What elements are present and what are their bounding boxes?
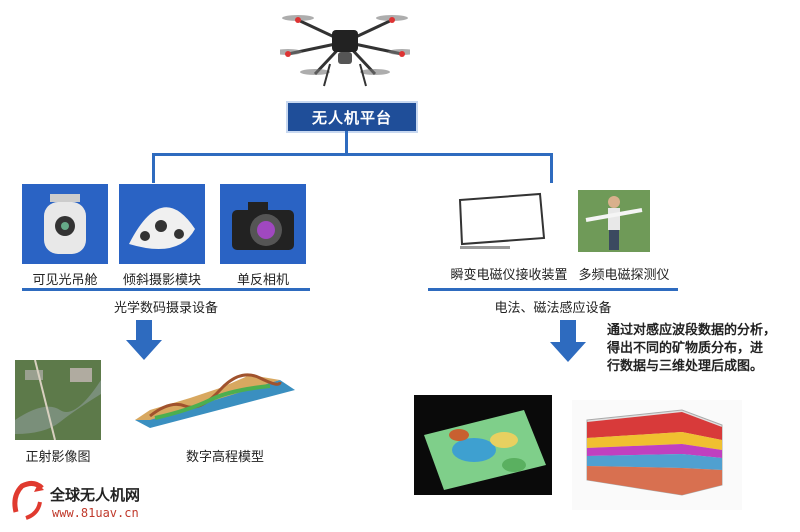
optical-item-label-3: 单反相机	[236, 273, 289, 288]
terrain-map-icon	[424, 410, 546, 490]
optical-group-underline	[22, 288, 310, 291]
watermark-url: www.81uav.cn	[52, 506, 139, 520]
em-item-label-2: 多频电磁探测仪	[578, 268, 670, 283]
em-group-label: 电法、磁法感应设备	[494, 301, 612, 316]
em-item-label-1: 瞬变电磁仪接收装置	[450, 268, 568, 283]
connector-right-down	[550, 153, 553, 183]
arrow-down-icon	[126, 320, 162, 360]
watermark-logo-icon	[12, 480, 44, 520]
connector-horizontal	[152, 153, 553, 156]
arrow-down-icon	[550, 320, 586, 362]
geology-section-image	[572, 400, 742, 510]
dem-model-image	[135, 373, 295, 428]
watermark-name: 全球无人机网	[50, 486, 141, 504]
dslr-camera-icon	[232, 202, 294, 250]
oblique-camera-icon	[129, 207, 195, 249]
operator-with-sensor-icon	[585, 196, 643, 250]
em-group-underline	[428, 288, 678, 291]
uav-platform-title: 无人机平台	[311, 108, 392, 127]
analysis-note-line-3: 行数据与三维处理后成图。	[607, 359, 764, 374]
analysis-note-line-1: 通过对感应波段数据的分析，	[607, 323, 777, 338]
orthophoto-image	[15, 360, 101, 440]
optical-group-label: 光学数码摄录设备	[113, 301, 218, 316]
connector-platform-down	[345, 131, 348, 155]
analysis-note: 通过对感应波段数据的分析， 得出不同的矿物质分布，进 行数据与三维处理后成图。	[607, 322, 776, 376]
gimbal-pod-tile	[22, 184, 108, 264]
drone-image	[280, 15, 410, 87]
dem-model-label: 数字高程模型	[185, 450, 264, 465]
uav-platform-box: 无人机平台	[286, 101, 418, 133]
orthophoto-label: 正射影像图	[25, 450, 91, 465]
mineral-3d-map-image	[414, 395, 552, 495]
gimbal-pod-icon	[44, 194, 86, 254]
connector-left-down	[152, 153, 155, 183]
optical-item-label-1: 可见光吊舱	[32, 273, 98, 288]
dslr-camera-tile	[220, 184, 306, 264]
oblique-module-tile	[119, 184, 205, 264]
multifreq-em-image	[578, 190, 650, 252]
tem-receiver-image	[458, 192, 546, 249]
analysis-note-line-2: 得出不同的矿物质分布，进	[607, 341, 764, 356]
optical-item-label-2: 倾斜摄影模块	[122, 273, 201, 288]
